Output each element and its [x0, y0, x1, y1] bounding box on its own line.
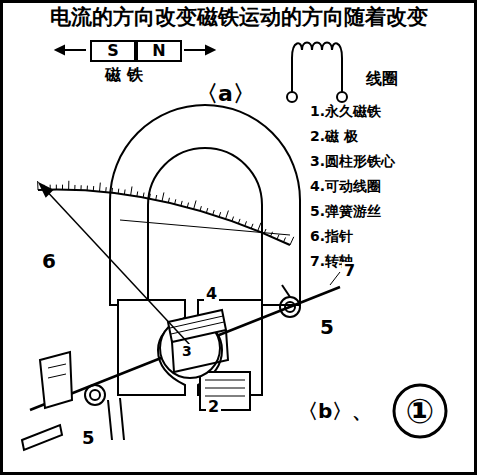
bracket [40, 352, 72, 408]
permanent-magnet [110, 105, 300, 305]
moving-coil [172, 330, 228, 372]
scale-tick [251, 224, 253, 229]
scale-tick [62, 185, 63, 190]
magnet-pole: S [90, 40, 136, 62]
scale-tick [284, 237, 286, 242]
callout-number: 2 [206, 398, 221, 416]
scale-tick [74, 185, 75, 190]
coil-lead [291, 58, 293, 92]
scale-tick [277, 235, 279, 240]
legend-item: 6.指针 [310, 229, 353, 244]
callout-number: 5 [80, 428, 97, 448]
terminal [337, 92, 347, 102]
part-name: 线圈 [366, 70, 398, 88]
callout-number: 6 [40, 250, 58, 272]
scale-tick [111, 188, 113, 193]
scale-tick [99, 183, 101, 192]
scale-tick [131, 186, 132, 195]
scale-tick [271, 232, 273, 237]
scale-tick [168, 198, 169, 203]
callout-number: 5 [318, 316, 336, 338]
scale-tick [87, 186, 88, 191]
scale-tick [290, 237, 294, 245]
scale-tick [68, 181, 69, 190]
scale-tick [238, 219, 240, 224]
wire-end [22, 425, 62, 450]
scale-tick [181, 201, 182, 206]
scale-tick [80, 185, 81, 190]
pointer-tip [40, 184, 52, 196]
arrow-head [206, 46, 214, 54]
coil-lead [341, 58, 343, 92]
scale-tick [245, 221, 247, 226]
scale-arc [38, 190, 290, 245]
pole-letter: N [152, 43, 165, 59]
callout-number: 4 [204, 285, 219, 303]
spring [85, 385, 105, 405]
scale-tick [156, 195, 157, 200]
scale-tick [149, 194, 151, 199]
scale-tick [264, 229, 266, 234]
title: 电流的方向改变磁铁运动的方向随着改变 [50, 6, 428, 29]
scale-tick [232, 217, 234, 222]
legend-item: 4.可动线圈 [310, 179, 381, 194]
spring-end [282, 285, 290, 297]
scale-tick [258, 223, 261, 231]
scale-tick [93, 186, 94, 191]
scale-tick [194, 200, 196, 209]
arrow-head [56, 46, 64, 54]
part-name: 磁 铁 [105, 66, 143, 84]
scale-tick [162, 192, 164, 201]
figure-label: 〈b〉、 [296, 400, 374, 422]
scale-tick [136, 191, 138, 196]
legend-item: 5.弹簧游丝 [310, 204, 381, 219]
pole-letter: S [107, 43, 119, 59]
shaft [30, 287, 340, 410]
legend-item: 2.磁 极 [310, 129, 358, 144]
figure-number-text: ① [406, 394, 435, 428]
magnet-pole: N [136, 40, 182, 62]
legend-item: 1.永久磁铁 [310, 104, 381, 119]
scale-tick [226, 211, 229, 220]
coil-symbol [292, 43, 342, 59]
callout-number: 3 [180, 344, 194, 359]
scale-tick [175, 199, 176, 204]
scale-tick [187, 203, 188, 208]
scale-tick [219, 212, 221, 217]
callout-number: 7 [342, 262, 357, 280]
terminal [287, 92, 297, 102]
leader [330, 272, 340, 285]
scale-tick [200, 206, 201, 211]
legend-item: 3.圆柱形铁心 [310, 154, 395, 169]
scale-tick [206, 208, 207, 213]
spring [280, 297, 300, 317]
scale-tick [143, 193, 145, 198]
scale-tick [124, 190, 126, 195]
figure-number: ① [392, 383, 448, 439]
scale-tick [213, 210, 215, 215]
scale-tick [118, 189, 120, 194]
scale-tick [56, 185, 57, 190]
figure-label: 〈a〉 [196, 82, 255, 106]
spring [90, 390, 100, 400]
spring [285, 302, 295, 312]
support [108, 398, 124, 440]
pointer [42, 186, 190, 345]
scale-ticks [38, 181, 294, 245]
scale-tick [105, 187, 107, 192]
moving-coil [168, 310, 226, 342]
magnet-line [120, 220, 290, 235]
